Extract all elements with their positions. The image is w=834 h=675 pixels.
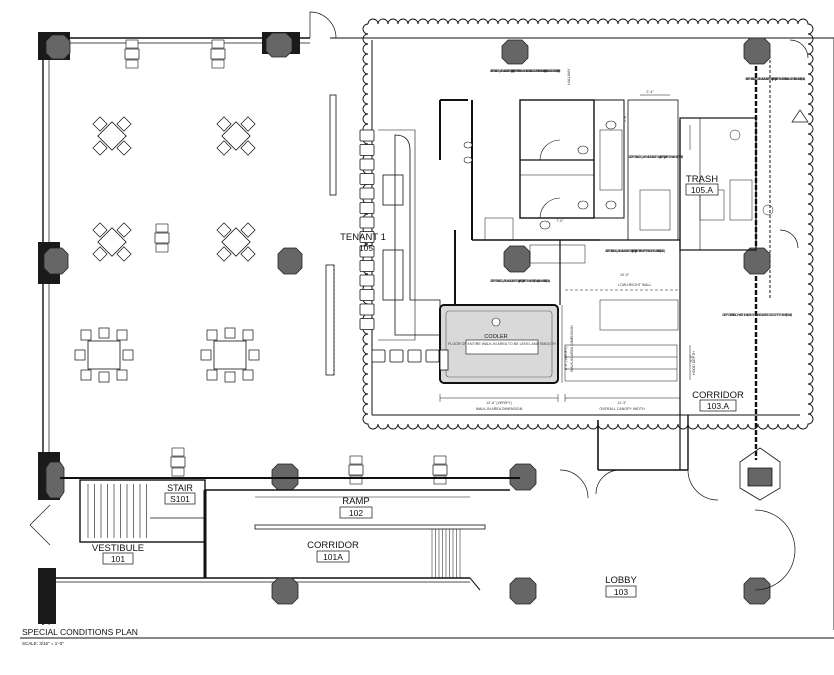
room-label-trash: TRASH 105.A bbox=[685, 174, 719, 196]
column-diamond bbox=[739, 447, 781, 501]
dim-walk-in: 12'-6" (VERIFY) bbox=[486, 401, 512, 405]
note-wall-backing-1: G.C. TO PROVIDE ADEQUATE WALL BACKING FR… bbox=[490, 69, 560, 73]
columns-dark bbox=[38, 32, 300, 624]
stair bbox=[60, 477, 520, 578]
dim-canopy-label: OVERALL CANOPY WIDTH bbox=[599, 407, 645, 411]
plan-title: SPECIAL CONDITIONS PLAN bbox=[22, 627, 138, 637]
dim-walk-in-label: WALK-IN AREA DIMENSION bbox=[476, 407, 523, 411]
kitchen-equipment bbox=[484, 129, 774, 382]
cooler bbox=[439, 304, 559, 384]
vestibule-number: 101 bbox=[111, 554, 125, 564]
room-label-tenant: TENANT 1 105 bbox=[340, 232, 386, 253]
room-label-ramp: RAMP 102 bbox=[339, 496, 373, 519]
banquette bbox=[325, 94, 337, 376]
dim-d3: 7'-0" bbox=[556, 219, 564, 223]
corridor-south-name: CORRIDOR bbox=[307, 540, 359, 551]
dim-vertical: 8'-6" (VERIFY) bbox=[564, 346, 568, 370]
note-low-height-wall: G.C. TO PROVIDE 54" TALL LOW-HEIGHT WALL… bbox=[722, 313, 792, 317]
general-notes: G.C. TO PROVIDE ADEQUATE WALL BACKING FR… bbox=[490, 68, 805, 317]
counter bbox=[378, 129, 441, 341]
room-label-stair: STAIR S101 bbox=[164, 483, 196, 505]
corridor-east-number: 103.A bbox=[707, 401, 730, 411]
dining-tables bbox=[74, 39, 448, 485]
note-wall-backing-4: G.C. TO PROVIDE ADEQUATE WALL BACKING FR… bbox=[605, 249, 666, 253]
dimension-text: 12'-6" (VERIFY) WALK-IN AREA DIMENSION 1… bbox=[476, 90, 696, 411]
room-label-lobby: LOBBY 103 bbox=[605, 575, 638, 598]
trash-number: 105.A bbox=[691, 185, 714, 195]
tenant-name: TENANT 1 bbox=[340, 232, 386, 243]
ramp bbox=[205, 489, 510, 591]
dim-hood: HOOD DEPTH bbox=[692, 351, 696, 375]
note-wall-backing-3: G.C. TO PROVIDE ADEQUATE WALL BACKING FR… bbox=[628, 155, 683, 159]
note-wall-backing-2: G.C. TO PROVIDE ADEQUATE WALL BACKING FR… bbox=[745, 77, 805, 81]
note-hallway: HALLWAY bbox=[567, 68, 571, 85]
tenant-number: 105 bbox=[359, 243, 373, 253]
plan-scale: SCALE: 3/16" = 1'-0" bbox=[22, 641, 64, 646]
dim-d5: 4'-6" bbox=[689, 354, 693, 362]
cooler-label: COOLER bbox=[484, 334, 507, 340]
trash-name: TRASH bbox=[686, 174, 718, 185]
room-label-corridor-east: CORRIDOR 103.A bbox=[692, 390, 744, 412]
dim-d1: 2'-4" bbox=[646, 90, 654, 94]
corridor-east-name: CORRIDOR bbox=[692, 390, 744, 401]
cooler-note: FLOOR OF ENTIRE WALK-IN AREA TO BE LEVEL… bbox=[448, 342, 556, 346]
restroom-fixtures bbox=[463, 120, 617, 230]
exterior-walls bbox=[42, 37, 834, 630]
lobby-name: LOBBY bbox=[605, 575, 637, 586]
dim-vertical-label: WALK-IN AREA DIMENSION bbox=[570, 325, 574, 372]
dimension-lines bbox=[439, 94, 691, 402]
dim-canopy: 11'-3" bbox=[618, 401, 628, 405]
room-label-corridor-south: CORRIDOR 101A bbox=[307, 540, 359, 563]
bar-stools bbox=[359, 129, 440, 363]
doors bbox=[29, 11, 809, 591]
dim-d4: 10'-0" bbox=[620, 273, 630, 277]
room-label-vestibule: VESTIBULE 101 bbox=[92, 543, 144, 565]
stair-name: STAIR bbox=[167, 483, 193, 493]
corridor-south-number: 101A bbox=[323, 552, 343, 562]
north-arrow bbox=[791, 109, 809, 123]
columns-octagon bbox=[43, 32, 771, 605]
lobby-number: 103 bbox=[614, 587, 628, 597]
note-wall-backing-5: G.C. TO PROVIDE ADEQUATE WALL BACKING FR… bbox=[490, 279, 550, 283]
stair-number: S101 bbox=[170, 494, 190, 504]
note-low-wall-label: LOW-HEIGHT WALL bbox=[618, 283, 651, 287]
vestibule-name: VESTIBULE bbox=[92, 543, 144, 554]
ramp-number: 102 bbox=[349, 508, 363, 518]
dim-d2: 5'-8" bbox=[623, 114, 627, 122]
ramp-name: RAMP bbox=[342, 496, 369, 507]
